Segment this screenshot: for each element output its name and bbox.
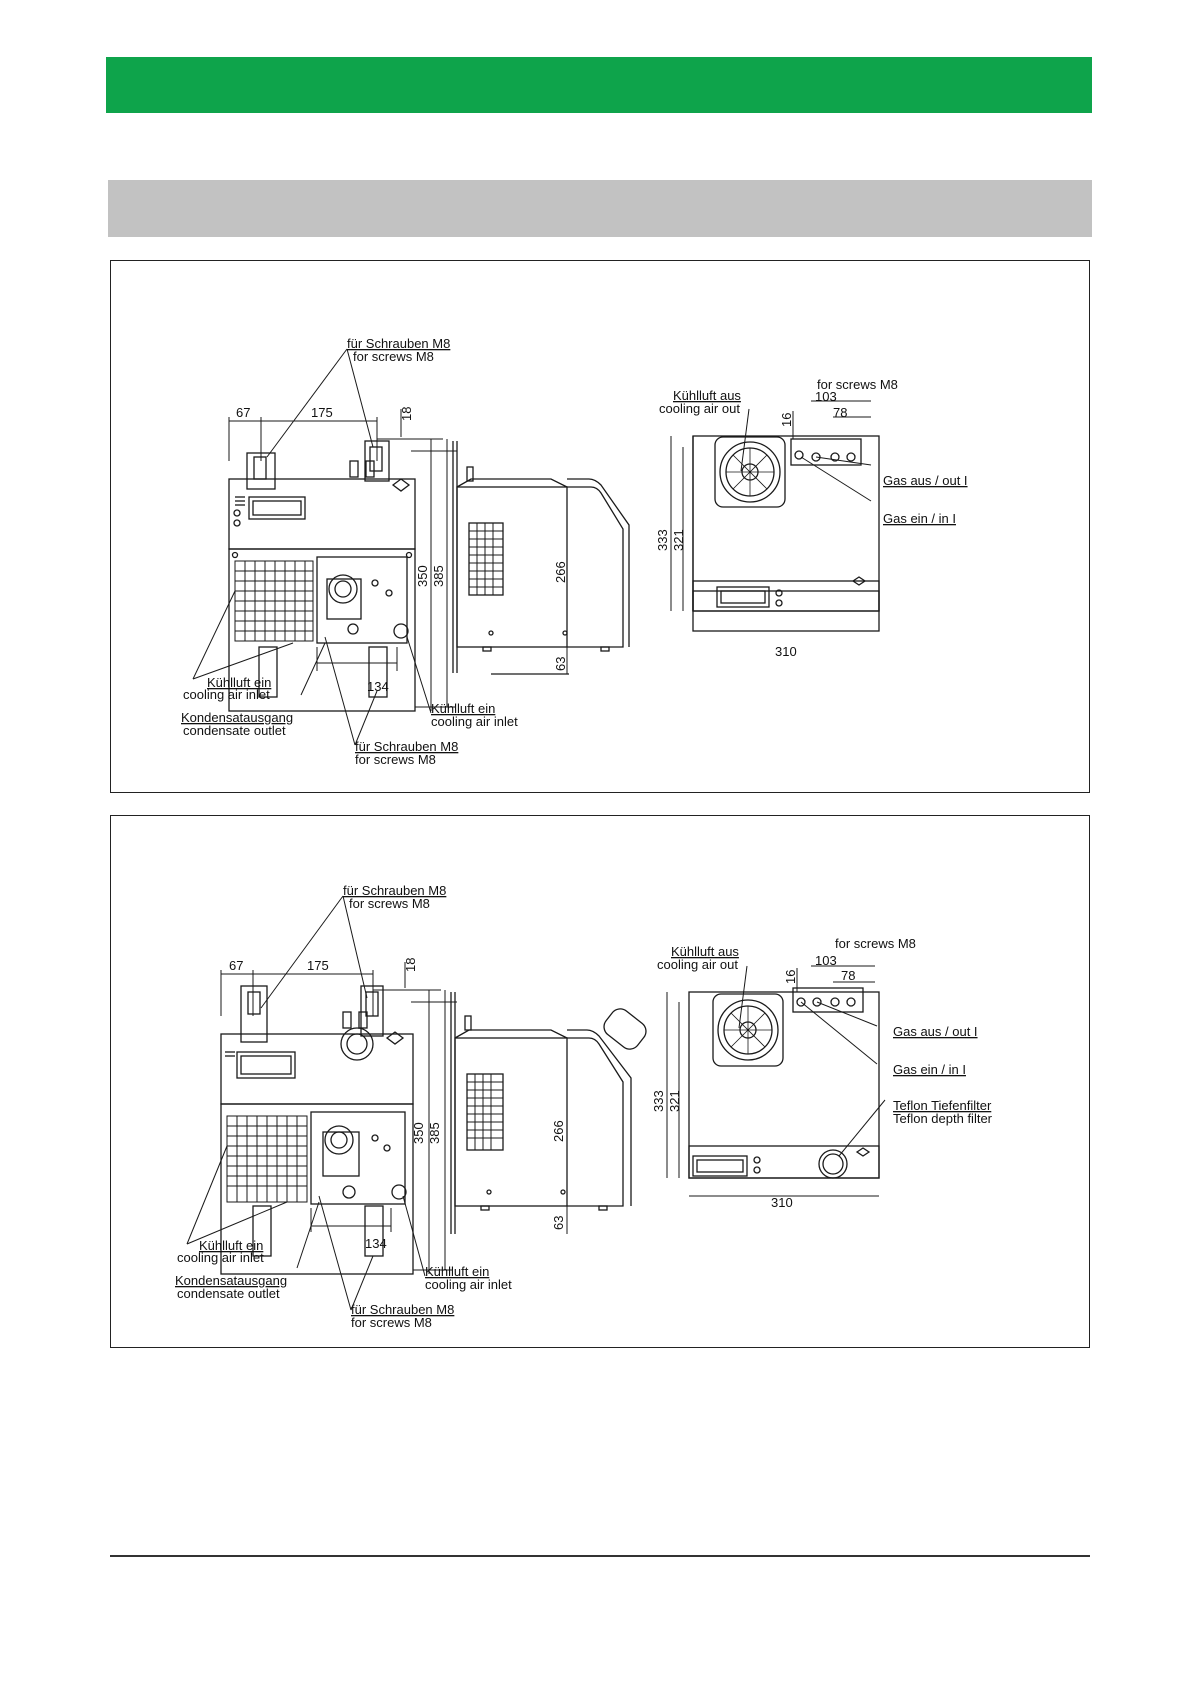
label-cooling-in-left-en: cooling air inlet (183, 687, 270, 702)
label-screws-bottom-en: for screws M8 (351, 1315, 432, 1330)
label-cooling-in-left-de: Kühlluft ein (207, 675, 271, 690)
dim-350: 350 (411, 1122, 426, 1144)
dim-310: 310 (771, 1195, 793, 1210)
dim-78: 78 (841, 968, 855, 983)
label-condensate-de: Kondensatausgang (181, 710, 293, 725)
label-teflon-de: Teflon Tiefenfilter (893, 1098, 992, 1113)
rear-view (666, 965, 880, 1197)
label-cooling-out-en: cooling air out (657, 957, 738, 972)
dim-16: 16 (783, 970, 798, 984)
dim-266: 266 (551, 1120, 566, 1142)
label-teflon-en: Teflon depth filter (893, 1111, 993, 1126)
label-screws-top-en: for screws M8 (353, 349, 434, 364)
section-title-bar (108, 180, 1092, 237)
label-gas-in: Gas ein / in I (893, 1062, 966, 1077)
label-condensate-en: condensate outlet (183, 723, 286, 738)
footer-rule (110, 1555, 1090, 1557)
label-cooling-in-right-en: cooling air inlet (425, 1277, 512, 1292)
dim-78: 78 (833, 405, 847, 420)
label-cooling-in-right-de: Kühlluft ein (425, 1264, 489, 1279)
label-gas-out: Gas aus / out I (883, 473, 968, 488)
label-cooling-in-right-en: cooling air inlet (431, 714, 518, 729)
dim-333: 333 (655, 529, 670, 551)
dim-67: 67 (236, 405, 250, 420)
label-screws-rear-en: for screws M8 (835, 936, 916, 951)
label-cooling-out-de: Kühlluft aus (673, 388, 741, 403)
front-dimensions (220, 962, 457, 1274)
label-cooling-out-de: Kühlluft aus (671, 944, 739, 959)
dim-310: 310 (775, 644, 797, 659)
label-cooling-in-right-de: Kühlluft ein (431, 701, 495, 716)
dim-63: 63 (551, 1216, 566, 1230)
front-fan-grill (234, 560, 314, 642)
drawing-panel-2: 67 175 18 350 385 134 für Schrauben M8 f… (110, 815, 1090, 1348)
front-view (220, 985, 414, 1275)
dim-321: 321 (667, 1090, 682, 1112)
dim-18: 18 (399, 407, 414, 421)
dim-63: 63 (553, 657, 568, 671)
rear-leaders (740, 408, 872, 502)
label-gas-in: Gas ein / in I (883, 511, 956, 526)
rear-view (670, 400, 880, 632)
front-leaders (192, 348, 432, 746)
label-screws-top-de: für Schrauben M8 (343, 883, 446, 898)
dim-16: 16 (779, 413, 794, 427)
dim-266: 266 (553, 561, 568, 583)
label-screws-bottom-de: für Schrauben M8 (355, 739, 458, 754)
dim-175: 175 (307, 958, 329, 973)
dim-385: 385 (431, 565, 446, 587)
header-bar (106, 57, 1092, 113)
label-cooling-out-en: cooling air out (659, 401, 740, 416)
front-view (228, 440, 416, 712)
front-leaders (186, 895, 426, 1311)
label-screws-top-de: für Schrauben M8 (347, 336, 450, 351)
label-screws-rear-en: for screws M8 (817, 377, 898, 392)
label-screws-top-en: for screws M8 (349, 896, 430, 911)
dim-18: 18 (403, 958, 418, 972)
dim-67: 67 (229, 958, 243, 973)
front-dimensions (228, 409, 457, 711)
dim-321: 321 (671, 529, 686, 551)
dim-175: 175 (311, 405, 333, 420)
label-cooling-in-left-de: Kühlluft ein (199, 1238, 263, 1253)
label-cooling-in-left-en: cooling air inlet (177, 1250, 264, 1265)
dim-134: 134 (365, 1236, 387, 1251)
dim-385: 385 (427, 1122, 442, 1144)
dim-134: 134 (367, 679, 389, 694)
rear-leaders (738, 965, 886, 1157)
label-condensate-de: Kondensatausgang (175, 1273, 287, 1288)
dim-333: 333 (651, 1090, 666, 1112)
label-condensate-en: condensate outlet (177, 1286, 280, 1301)
side-view (450, 992, 647, 1234)
label-screws-bottom-de: für Schrauben M8 (351, 1302, 454, 1317)
dimension-drawing-1: 67 175 18 350 385 134 für Schrauben M8 f… (181, 336, 968, 767)
dimension-drawing-2: 67 175 18 350 385 134 für Schrauben M8 f… (175, 883, 993, 1330)
label-screws-bottom-en: for screws M8 (355, 752, 436, 767)
dim-103: 103 (815, 953, 837, 968)
label-gas-out: Gas aus / out I (893, 1024, 978, 1039)
dim-103: 103 (815, 389, 837, 404)
dim-350: 350 (415, 565, 430, 587)
side-view (452, 441, 630, 675)
drawing-panel-1: 67 175 18 350 385 134 für Schrauben M8 f… (110, 260, 1090, 793)
front-fan-grill (226, 1115, 308, 1203)
